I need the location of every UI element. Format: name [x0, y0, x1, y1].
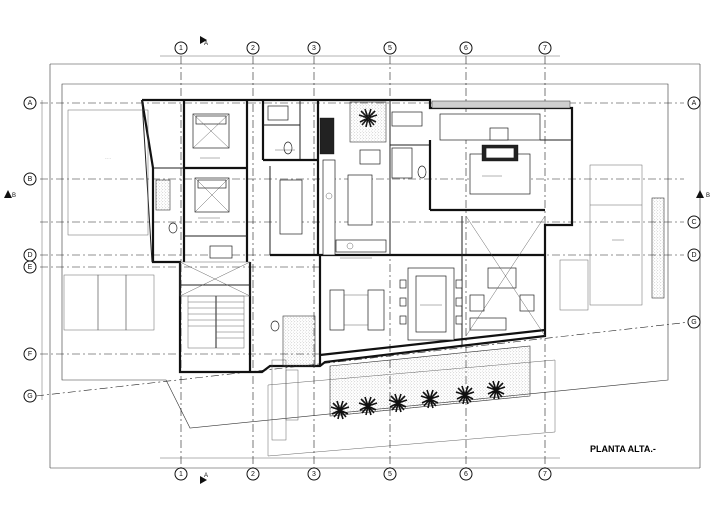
grid-col-bubble-bottom-label: 3: [312, 471, 316, 478]
grid-col-bubble-top: 7: [538, 41, 552, 55]
grid-row-bubble-right-label: C: [691, 219, 696, 226]
area-note: · · ·: [105, 157, 110, 161]
plan-title: PLANTA ALTA.-: [590, 444, 656, 454]
grid-col-bubble-top-label: 3: [312, 45, 316, 52]
planter: [282, 101, 387, 367]
hedge-right: [651, 197, 665, 299]
grid-row-bubble-left-label: B: [28, 176, 33, 183]
section-arrow-icon: A A B B: [4, 36, 710, 484]
grid-col-bubble-top-label: 1: [179, 45, 183, 52]
toilet-icon: [155, 105, 427, 332]
outdoor: · · ·: [63, 109, 643, 441]
grid-col-bubble-bottom-label: 2: [251, 471, 255, 478]
grid-row-bubble-left-label: F: [28, 351, 32, 358]
grid-row-bubble-right: A: [687, 96, 701, 110]
grid-col-bubble-bottom: 3: [307, 467, 321, 481]
section-mark-b-left: B: [12, 193, 16, 199]
grid-col-bubble-top: 3: [307, 41, 321, 55]
balcony: [431, 100, 571, 141]
grid-col-bubble-top: 5: [383, 41, 397, 55]
kitchen: [319, 111, 423, 256]
grid-row-bubble-left: F: [23, 347, 37, 361]
grid-row-bubble-left: A: [23, 96, 37, 110]
sofa-icon: [329, 267, 535, 331]
grid-col-bubble-bottom: 7: [538, 467, 552, 481]
grid-col-bubble-bottom: 2: [246, 467, 260, 481]
grid-row-bubble-left: G: [23, 389, 37, 403]
grid-bubble-icon: 1 1 2 2 3 3 5 5 6 6 7 7: [174, 41, 552, 481]
grid-row-bubble-left-label: E: [28, 264, 33, 271]
grid-col-bubble-top: 1: [174, 41, 188, 55]
grid-row-bubble-right-label: A: [692, 100, 697, 107]
garden-bed: [329, 345, 531, 417]
grid-col-bubble-bottom-label: 5: [388, 471, 392, 478]
grid-col-bubble-bottom-label: 6: [464, 471, 468, 478]
grid-col-bubble-top-label: 7: [543, 45, 547, 52]
grid-row-bubble-left: E: [23, 260, 37, 274]
grid-row-bubble-right-label: D: [691, 252, 696, 259]
grid-col-bubble-top-label: 2: [251, 45, 255, 52]
room-labels: [198, 149, 624, 306]
section-mark-a-bottom: A: [204, 473, 208, 479]
dimension-frame: [41, 55, 701, 469]
grid-row-bubble-left-label: A: [28, 100, 33, 107]
grid-col-bubble-top-label: 6: [464, 45, 468, 52]
bed-icon: [192, 113, 531, 213]
table-icon: [279, 127, 509, 341]
grid-row-bubble-left: D: [23, 248, 37, 262]
grid-col-bubble-bottom: 1: [174, 467, 188, 481]
grid-col-bubble-bottom-label: 7: [543, 471, 547, 478]
section-mark-a-top: A: [204, 41, 208, 47]
grid-row-bubble-right: D: [687, 248, 701, 262]
grid-col-bubble-bottom-label: 1: [179, 471, 183, 478]
grid-col-bubble-top-label: 5: [388, 45, 392, 52]
grid-row-bubble-right: C: [687, 215, 701, 229]
stair-icon: [179, 215, 546, 349]
grid-row-bubble-right-label: G: [691, 319, 696, 326]
grid-col-bubble-bottom: 6: [459, 467, 473, 481]
grid-row-bubble-left-label: D: [27, 252, 32, 259]
site-boundary: [61, 83, 669, 457]
grid-row-bubble-right: G: [687, 315, 701, 329]
grid-col-bubble-top: 2: [246, 41, 260, 55]
section-mark-b-right: B: [706, 193, 710, 199]
grid-row-bubble-left-label: G: [27, 393, 32, 400]
grid-col-bubble-bottom: 5: [383, 467, 397, 481]
grid-row-bubble-left: B: [23, 172, 37, 186]
grid-col-bubble-top: 6: [459, 41, 473, 55]
